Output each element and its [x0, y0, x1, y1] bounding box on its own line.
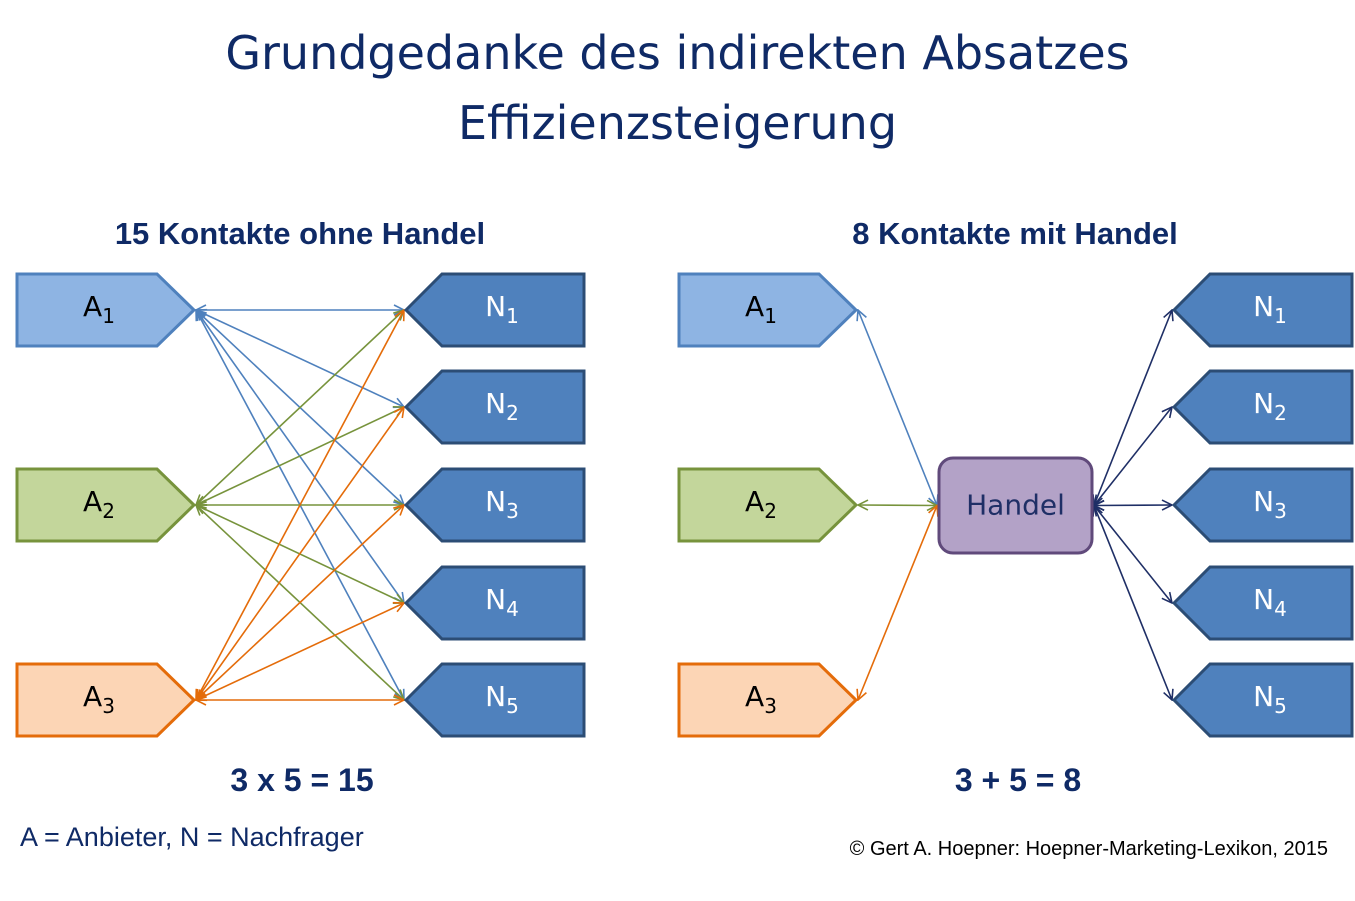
left-contact-line-1-2	[196, 310, 404, 407]
right-seller-line-3	[858, 506, 937, 701]
left-buyer-box-5	[403, 662, 586, 738]
left-equation: 3 x 5 = 15	[230, 762, 374, 798]
right-buyer-label-3: N3	[1253, 485, 1287, 523]
right-seller-line-1	[858, 310, 937, 506]
left-buyer-box-1	[403, 272, 586, 348]
right-buyer-box-1	[1171, 272, 1354, 348]
right-buyer-line-3	[1094, 505, 1172, 506]
left-buyer-label-1: N1	[485, 290, 519, 328]
left-buyer-box-3	[403, 467, 586, 543]
left-buyer-box-4	[403, 565, 586, 641]
right-seller-label-3: A3	[745, 680, 777, 718]
right-seller-box-2	[677, 467, 859, 543]
right-buyer-box-4	[1171, 565, 1354, 641]
left-seller-label-2: A2	[83, 485, 115, 523]
right-buyer-label-5: N5	[1253, 680, 1287, 718]
right-seller-box-1	[677, 272, 859, 348]
right-buyer-box-5	[1171, 662, 1354, 738]
right-buyer-line-2	[1094, 407, 1172, 506]
right-buyer-label-2: N2	[1253, 387, 1287, 425]
right-buyer-line-4	[1094, 506, 1172, 604]
right-heading: 8 Kontakte mit Handel	[852, 216, 1178, 251]
right-seller-line-2	[858, 505, 937, 506]
left-buyer-label-5: N5	[485, 680, 519, 718]
handel-hub-box	[937, 456, 1094, 555]
left-buyer-label-2: N2	[485, 387, 519, 425]
left-heading: 15 Kontakte ohne Handel	[114, 216, 486, 251]
left-seller-label-3: A3	[83, 680, 115, 718]
handel-hub-label: Handel	[966, 489, 1065, 522]
left-contact-line-3-4	[196, 603, 404, 700]
left-seller-box-3	[15, 662, 197, 738]
right-seller-box-3	[677, 662, 859, 738]
right-seller-label-1: A1	[745, 290, 777, 328]
left-seller-box-2	[15, 467, 197, 543]
left-buyer-box-2	[403, 369, 586, 445]
left-contact-line-3-2	[196, 407, 404, 700]
right-buyer-box-3	[1171, 467, 1354, 543]
left-seller-label-1: A1	[83, 290, 115, 328]
left-contact-line-2-2	[196, 407, 404, 505]
right-buyer-line-5	[1094, 506, 1172, 701]
right-buyer-box-2	[1171, 369, 1354, 445]
legend-text: A = Anbieter, N = Nachfrager	[20, 822, 364, 852]
right-seller-label-2: A2	[745, 485, 777, 523]
right-buyer-label-4: N4	[1253, 583, 1287, 621]
right-buyer-label-1: N1	[1253, 290, 1287, 328]
right-buyer-line-1	[1094, 310, 1172, 506]
left-seller-box-1	[15, 272, 197, 348]
right-equation: 3 + 5 = 8	[954, 762, 1082, 798]
left-buyer-label-3: N3	[485, 485, 519, 523]
left-buyer-label-4: N4	[485, 583, 519, 621]
copyright-text: © Gert A. Hoepner: Hoepner-Marketing-Lex…	[849, 838, 1328, 860]
page-subtitle: Effizienzsteigerung	[457, 96, 898, 150]
page-title: Grundgedanke des indirekten Absatzes	[225, 26, 1130, 80]
